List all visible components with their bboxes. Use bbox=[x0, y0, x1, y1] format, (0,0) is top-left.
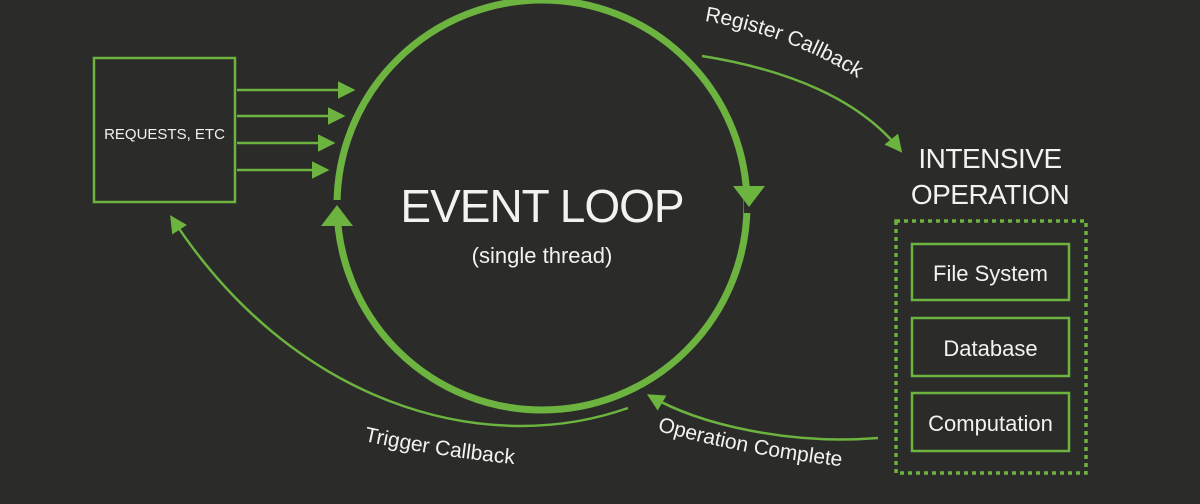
event-loop-subtitle: (single thread) bbox=[472, 243, 613, 268]
operation-complete-arrow bbox=[646, 394, 879, 441]
intensive-title-line1: INTENSIVE bbox=[918, 143, 1061, 174]
register-callback-label: Register Callback bbox=[704, 3, 868, 83]
requests-box: REQUESTS, ETC bbox=[92, 56, 237, 204]
loop-arrowhead-up bbox=[321, 205, 353, 226]
event-loop-title: EVENT LOOP bbox=[400, 180, 683, 232]
trigger-callback-label: Trigger Callback bbox=[363, 423, 517, 469]
trigger-callback-arrow bbox=[170, 215, 629, 428]
item-label: Computation bbox=[928, 411, 1053, 436]
loop-arrowhead-down bbox=[733, 186, 765, 207]
request-arrows bbox=[237, 81, 356, 179]
register-callback-arrow bbox=[701, 54, 903, 153]
requests-box-label: REQUESTS, ETC bbox=[104, 126, 225, 143]
intensive-item-file-system: File System bbox=[910, 242, 1071, 302]
operation-complete-label: Operation Complete bbox=[656, 413, 844, 471]
intensive-operation-container bbox=[894, 219, 1088, 475]
intensive-title-line2: OPERATION bbox=[911, 179, 1069, 210]
intensive-item-database: Database bbox=[910, 316, 1071, 378]
intensive-item-computation: Computation bbox=[910, 391, 1071, 453]
item-label: File System bbox=[933, 261, 1048, 286]
event-loop-circle bbox=[321, 0, 765, 414]
item-label: Database bbox=[943, 336, 1037, 361]
